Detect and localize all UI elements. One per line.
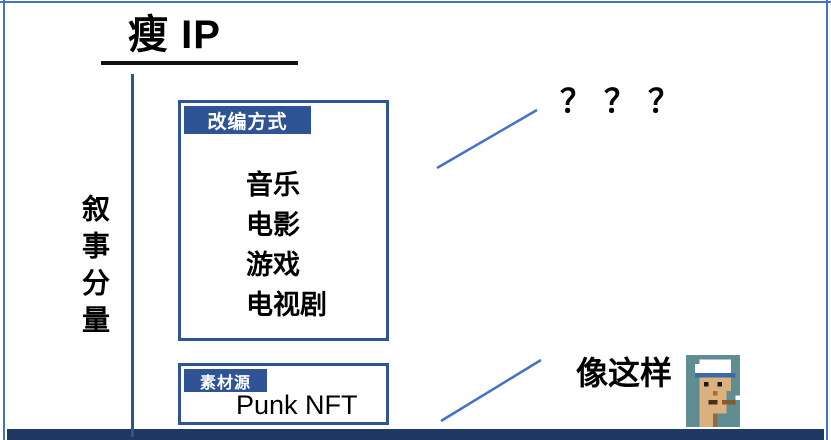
- adaptation-item-list: 音乐 电影 游戏 电视剧: [246, 165, 327, 325]
- right-border-line: [826, 0, 828, 440]
- adaptation-item-game: 游戏: [246, 250, 300, 280]
- y-axis-line: [131, 74, 134, 437]
- source-box: 素材源 Punk NFT: [178, 363, 389, 425]
- source-badge: 素材源: [184, 369, 267, 392]
- connector-line-question: [436, 108, 538, 170]
- bottom-navy-bar: [7, 429, 824, 440]
- punk-nft-icon: [686, 355, 740, 427]
- adaptation-item-movie: 电影: [246, 210, 300, 240]
- adaptation-badge: 改编方式: [184, 106, 311, 134]
- adaptation-item-music: 音乐: [246, 170, 300, 200]
- y-axis-label: 叙事分量: [79, 194, 110, 342]
- top-border-line: [0, 1, 831, 3]
- adaptation-box: 改编方式 音乐 电影 游戏 电视剧: [178, 100, 389, 341]
- adaptation-item-tv: 电视剧: [246, 290, 327, 320]
- title-underline: [101, 61, 298, 65]
- connector-line-example: [440, 358, 542, 423]
- question-marks-label: ？？？: [560, 83, 693, 119]
- source-value: Punk NFT: [236, 390, 358, 420]
- like-this-label: 像这样: [576, 355, 673, 391]
- page-title: 瘦 IP: [128, 13, 221, 57]
- left-border-line: [3, 0, 5, 440]
